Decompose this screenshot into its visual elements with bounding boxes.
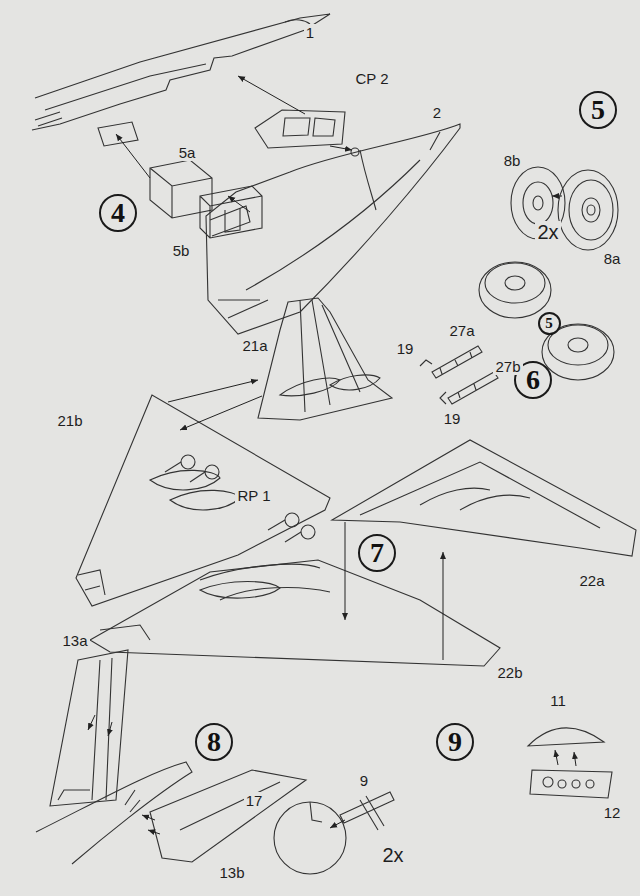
part-number: 21a xyxy=(240,337,269,354)
part-number: 2x xyxy=(535,221,560,243)
step-number-circle: 5 xyxy=(579,91,617,129)
part-number: 13b xyxy=(217,864,246,881)
step-number: 4 xyxy=(111,199,125,227)
part-number: CP 2 xyxy=(353,70,390,87)
part-number: 22a xyxy=(577,572,606,589)
part-number: 17 xyxy=(244,792,265,809)
step-number-circle: 4 xyxy=(99,194,137,232)
part-number: 8b xyxy=(502,152,523,169)
part-number: 19 xyxy=(395,340,416,357)
step-number: 6 xyxy=(526,366,540,394)
part-number: 1 xyxy=(304,24,316,41)
part-number: 27b xyxy=(493,358,522,375)
part-number: 12 xyxy=(602,804,623,821)
step-number: 5 xyxy=(545,316,553,331)
step-number-circle: 5 xyxy=(538,312,561,335)
part-number: RP 1 xyxy=(235,487,272,504)
part-number: 19 xyxy=(442,410,463,427)
part-number: 22b xyxy=(495,664,524,681)
assembly-arrows xyxy=(88,76,576,834)
part-number: 2 xyxy=(431,104,443,121)
part-number: 2x xyxy=(380,844,405,866)
step-number: 9 xyxy=(448,728,462,756)
part-number: 21b xyxy=(55,412,84,429)
step-number: 8 xyxy=(207,728,221,756)
part-number: 9 xyxy=(358,772,370,789)
part-number: 11 xyxy=(548,692,568,709)
part-number: 5b xyxy=(171,242,192,259)
part-number: 5a xyxy=(177,144,198,161)
step-number: 5 xyxy=(591,96,605,124)
parts-line-art xyxy=(32,14,636,874)
part-number: 13a xyxy=(60,632,89,649)
part-number: 8a xyxy=(602,250,623,267)
step-number-circle: 8 xyxy=(195,723,233,761)
step-number-circle: 9 xyxy=(436,723,474,761)
part-number: 27a xyxy=(447,322,476,339)
step-number-circle: 7 xyxy=(358,534,396,572)
step-number: 7 xyxy=(370,539,384,567)
